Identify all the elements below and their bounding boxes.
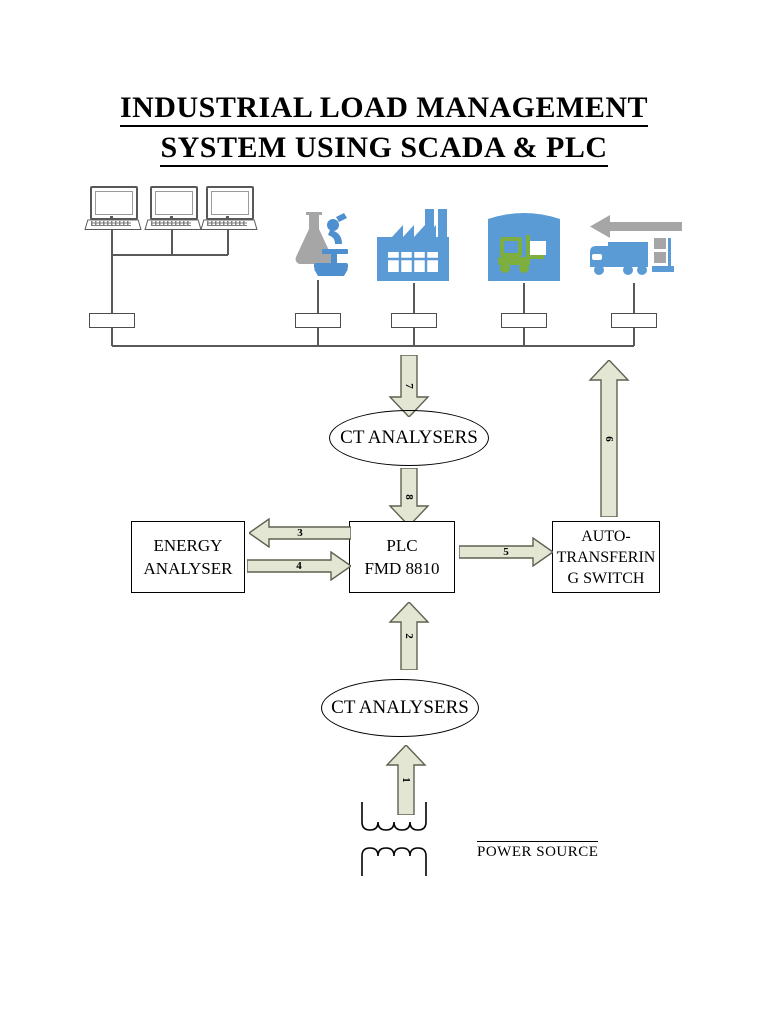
breaker-4[interactable] [501,313,547,328]
factory-glyph [377,209,449,281]
truck-glyph [590,215,682,275]
ct-analysers-bottom[interactable]: CT ANALYSERS [321,679,479,737]
breaker-5[interactable] [611,313,657,328]
page-title: INDUSTRIAL LOAD MANAGEMENT SYSTEM USING … [0,88,768,168]
ats-line-3: G SWITCH [567,569,645,587]
ct-analysers-bottom-label: CT ANALYSERS [331,697,469,718]
arrow-6: 6 [588,360,630,517]
laboratory-glyph [295,212,348,276]
arrow-6-label: 6 [603,435,615,442]
ats-label: AUTO- TRANSFERIN G SWITCH [555,526,658,589]
keyboard-keys [91,221,131,226]
arrow-1: 1 [385,745,427,815]
arrow-4: 4 [247,551,351,581]
arrow-5: 5 [459,537,553,567]
microscope-flask-icon [284,206,360,287]
auto-transfering-switch-box[interactable]: AUTO- TRANSFERIN G SWITCH [552,521,660,593]
computer-monitor-icon [84,186,142,231]
title-line-2: SYSTEM USING SCADA & PLC [0,128,768,168]
arrow-2-label: 2 [403,633,415,639]
power-source-label: POWER SOURCE [477,841,599,861]
breaker-1[interactable] [89,313,135,328]
energy-analyser-box[interactable]: ENERGY ANALYSER [131,521,245,593]
arrow-8-label: 8 [403,494,415,500]
arrow-7-label: 7 [403,383,415,389]
ats-line-2: TRANSFERIN [556,548,656,566]
arrow-3: 3 [249,518,351,548]
computer-monitor-icon [200,186,258,231]
energy-analyser-label: ENERGY ANALYSER [142,534,235,580]
plc-box[interactable]: PLC FMD 8810 [349,521,455,593]
arrow-8: 8 [388,468,430,526]
monitor-stand [170,216,173,220]
monitor-screen [90,186,138,220]
arrow-1-label: 1 [400,777,412,783]
arrow-5-label: 5 [503,546,509,558]
title-line-1: INDUSTRIAL LOAD MANAGEMENT [0,88,768,128]
plc-label: PLC FMD 8810 [362,534,441,580]
ats-line-1: AUTO- [581,527,631,545]
plc-line-1: PLC [386,536,418,555]
plc-line-2: FMD 8810 [364,559,440,578]
arrow-2: 2 [388,602,430,670]
monitor-stand [226,216,229,220]
monitor-stand [110,216,113,220]
transformer-coils-icon [361,802,427,876]
energy-analyser-line-1: ENERGY [153,536,223,555]
ct-analysers-top[interactable]: CT ANALYSERS [329,410,489,466]
computer-monitor-icon [144,186,202,231]
energy-analyser-line-2: ANALYSER [143,559,233,578]
monitor-screen [206,186,254,220]
arrow-7: 7 [388,355,430,417]
arrow-3-label: 3 [297,527,303,539]
warehouse-forklift-icon [486,205,562,288]
arrow-4-label: 4 [296,560,302,572]
keyboard-keys [151,221,191,226]
transformer-symbol [356,800,448,883]
ct-analysers-top-label: CT ANALYSERS [340,427,478,448]
factory-icon [375,207,453,288]
monitor-screen [150,186,198,220]
breaker-2[interactable] [295,313,341,328]
delivery-truck-icon [586,214,682,289]
breaker-3[interactable] [391,313,437,328]
keyboard-keys [207,221,247,226]
warehouse-glyph [488,213,560,281]
